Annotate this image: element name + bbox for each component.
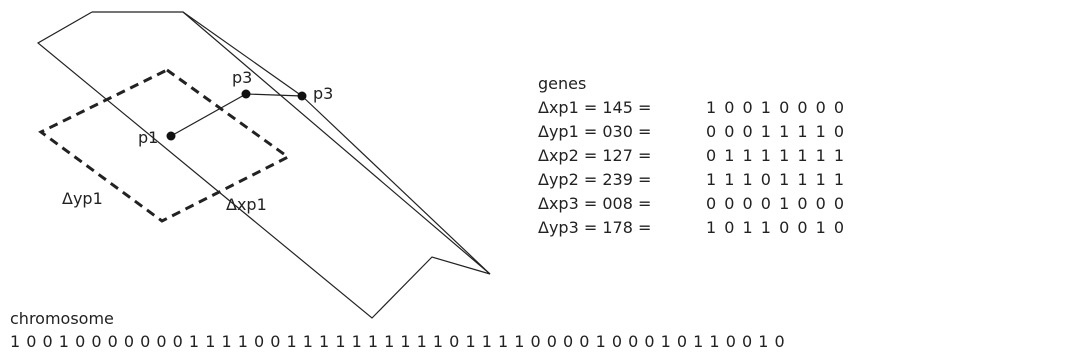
gene-bits: 0 0 0 0 1 0 0 0 xyxy=(706,194,845,213)
label-delta-yp1: Δyp1 xyxy=(62,189,103,208)
gene-bits: 1 1 1 0 1 1 1 1 xyxy=(706,170,845,189)
gene-row: Δyp1 = 030 = 0 0 0 1 1 1 1 0 xyxy=(538,122,844,141)
gene-bits: 1 0 1 1 0 0 1 0 xyxy=(706,218,845,237)
ridge-line xyxy=(182,11,303,97)
label-p1: p1 xyxy=(138,128,159,147)
genes-title: genes xyxy=(538,74,587,93)
point-p3-top xyxy=(241,89,251,99)
gene-bits: 1 0 0 1 0 0 0 0 xyxy=(706,98,845,117)
ridge-line-lower xyxy=(301,95,491,275)
gene-row: Δxp3 = 008 = 0 0 0 0 1 0 0 0 xyxy=(538,194,844,213)
gene-label: Δxp3 = 008 = xyxy=(538,194,652,213)
gene-label: Δyp3 = 178 = xyxy=(538,218,652,237)
gene-row: Δyp2 = 239 = 1 1 1 0 1 1 1 1 xyxy=(538,170,844,189)
roof-outline xyxy=(36,11,491,319)
gene-label: Δxp2 = 127 = xyxy=(538,146,652,165)
chromosome-title: chromosome xyxy=(10,309,114,328)
gene-row: Δxp2 = 127 = 0 1 1 1 1 1 1 1 xyxy=(538,146,844,165)
segment-p1-p3 xyxy=(170,93,247,137)
point-p3-right xyxy=(297,91,307,101)
point-p1 xyxy=(166,131,176,141)
segment-p3-p3 xyxy=(245,93,303,97)
label-p3-right: p3 xyxy=(313,84,334,103)
chromosome-bits: 1 0 0 1 0 0 0 0 0 0 0 1 1 1 1 0 0 1 1 1 … xyxy=(10,332,785,351)
roof-ridge-line xyxy=(183,12,432,257)
gene-bits: 0 1 1 1 1 1 1 1 xyxy=(706,146,845,165)
gene-bits: 0 0 0 1 1 1 1 0 xyxy=(706,122,845,141)
dashed-square xyxy=(38,68,291,223)
gene-label: Δyp2 = 239 = xyxy=(538,170,652,189)
gene-row: Δyp3 = 178 = 1 0 1 1 0 0 1 0 xyxy=(538,218,844,237)
label-delta-xp1: Δxp1 xyxy=(226,195,267,214)
gene-label: Δyp1 = 030 = xyxy=(538,122,652,141)
gene-label: Δxp1 = 145 = xyxy=(538,98,652,117)
label-p3-top: p3 xyxy=(232,68,253,87)
gene-row: Δxp1 = 145 = 1 0 0 1 0 0 0 0 xyxy=(538,98,844,117)
